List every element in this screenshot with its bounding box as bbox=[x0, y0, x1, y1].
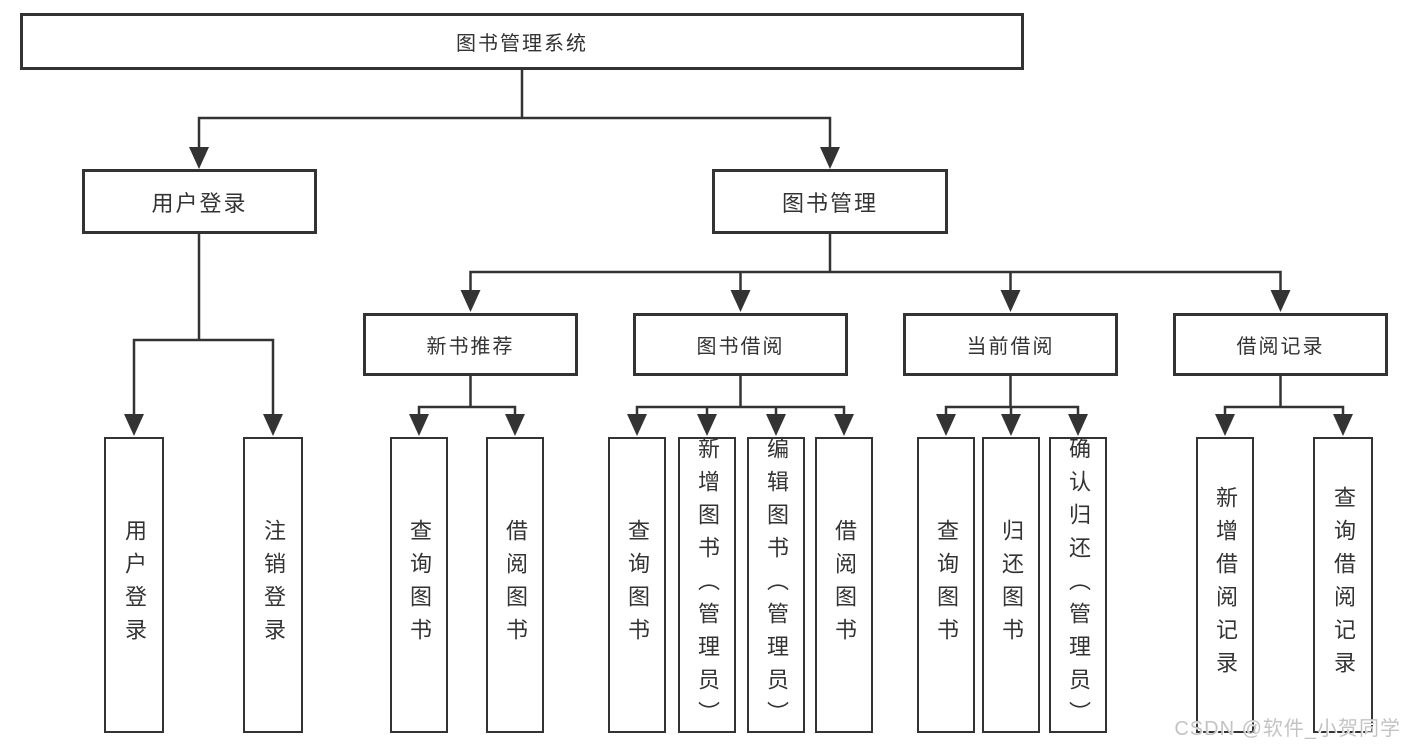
leaf-borrowing-edit-books-admin: 编辑图书（管理员） bbox=[747, 437, 805, 734]
node-library-management-system: 图书管理系统 bbox=[20, 13, 1024, 70]
node-user-login: 用户登录 bbox=[82, 169, 317, 234]
leaf-logout-login: 注销登录 bbox=[243, 437, 303, 733]
node-book-management: 图书管理 bbox=[712, 169, 948, 234]
leaf-current-return-books: 归还图书 bbox=[982, 437, 1040, 733]
leaf-borrowing-borrow-books: 借阅图书 bbox=[815, 437, 873, 733]
leaf-current-confirm-return-admin: 确认归还（管理员） bbox=[1049, 437, 1107, 734]
leaf-current-query-books: 查询图书 bbox=[917, 437, 975, 733]
leaf-borrowing-add-books-admin: 新增图书（管理员） bbox=[678, 437, 736, 734]
node-new-book-recommend: 新书推荐 bbox=[363, 313, 578, 376]
watermark: CSDN @软件_小贺同学 bbox=[1174, 718, 1401, 740]
leaf-recommend-query-books: 查询图书 bbox=[390, 437, 448, 733]
node-book-borrowing: 图书借阅 bbox=[633, 313, 848, 376]
node-borrow-records: 借阅记录 bbox=[1173, 313, 1388, 376]
leaf-records-query-borrow-record: 查询借阅记录 bbox=[1313, 437, 1373, 733]
leaf-borrowing-query-books: 查询图书 bbox=[608, 437, 666, 733]
leaf-recommend-borrow-books: 借阅图书 bbox=[486, 437, 544, 733]
leaf-records-add-borrow-record: 新增借阅记录 bbox=[1196, 437, 1254, 733]
leaf-user-login: 用户登录 bbox=[104, 437, 164, 733]
node-current-borrowing: 当前借阅 bbox=[903, 313, 1118, 376]
